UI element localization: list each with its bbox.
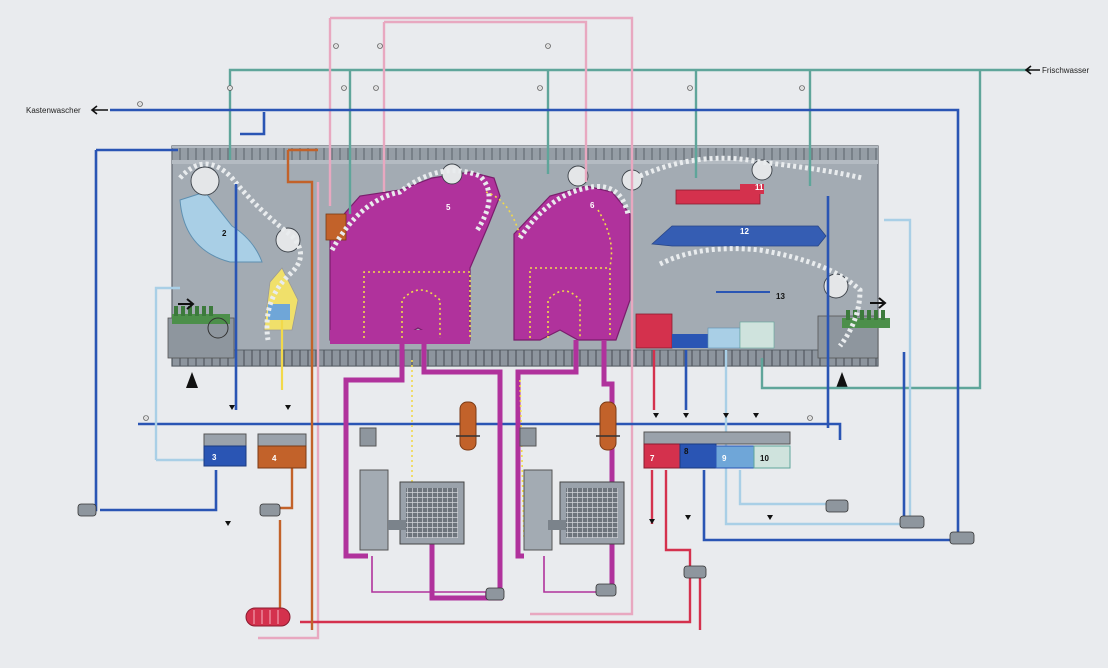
zone-11-rinse: 11	[675, 183, 764, 205]
svg-text:2: 2	[222, 229, 227, 238]
svg-text:6: 6	[590, 201, 595, 210]
label-kastenwascher: Kastenwascher	[26, 105, 108, 115]
tank-10	[753, 445, 791, 469]
svg-text:Kastenwascher: Kastenwascher	[26, 106, 81, 115]
zone-2-presoak: 2	[179, 191, 263, 263]
svg-text:7: 7	[650, 454, 655, 463]
svg-text:13: 13	[776, 292, 785, 301]
tank-group-7-10: 7 8 9 10	[643, 431, 791, 469]
zone-1-spray	[263, 267, 299, 331]
svg-text:9: 9	[722, 454, 727, 463]
pink-lines	[258, 16, 634, 640]
main-heat-exchanger	[245, 607, 291, 627]
inlet-arrow-icon	[178, 298, 195, 310]
svg-text:8: 8	[684, 447, 689, 456]
zone-13-spray: 13	[716, 291, 785, 301]
arrow-left-icon	[1024, 65, 1040, 75]
orange-preheat-tank	[325, 213, 347, 241]
caustic-spray-paths	[363, 191, 613, 340]
machine-rinse-tanks	[635, 313, 775, 349]
filter-unit-1	[359, 427, 465, 551]
bottle-carrier-path	[178, 155, 863, 348]
tank-4: 4	[257, 433, 307, 469]
svg-text:10: 10	[760, 454, 769, 463]
flow-arrow-icons	[225, 405, 773, 526]
svg-text:5: 5	[446, 203, 451, 212]
svg-text:3: 3	[212, 453, 217, 462]
svg-text:12: 12	[740, 227, 749, 236]
red-lines	[300, 350, 702, 630]
tank-3: 3	[203, 433, 247, 467]
heat-exchanger-1	[456, 401, 480, 451]
blue-lines	[92, 108, 960, 542]
valve-icons	[137, 43, 813, 421]
bottle-inlet	[167, 298, 235, 359]
filter-unit-2	[519, 427, 625, 551]
arrow-left-icon	[90, 105, 108, 115]
svg-text:11: 11	[755, 183, 764, 192]
orange-lines	[278, 148, 318, 630]
tank-8	[679, 443, 717, 469]
svg-text:Frischwasser: Frischwasser	[1042, 66, 1089, 75]
svg-text:4: 4	[272, 454, 277, 463]
label-frischwasser: Frischwasser	[1024, 65, 1089, 75]
carrier-wheels	[190, 159, 849, 299]
magenta-lines	[343, 340, 615, 601]
heat-exchanger-2	[596, 401, 620, 451]
pump-icons	[77, 499, 975, 601]
outlet-arrow-icon	[870, 297, 887, 309]
freshwater-lines	[228, 68, 1030, 390]
zone-12-rinse: 12	[651, 225, 827, 247]
